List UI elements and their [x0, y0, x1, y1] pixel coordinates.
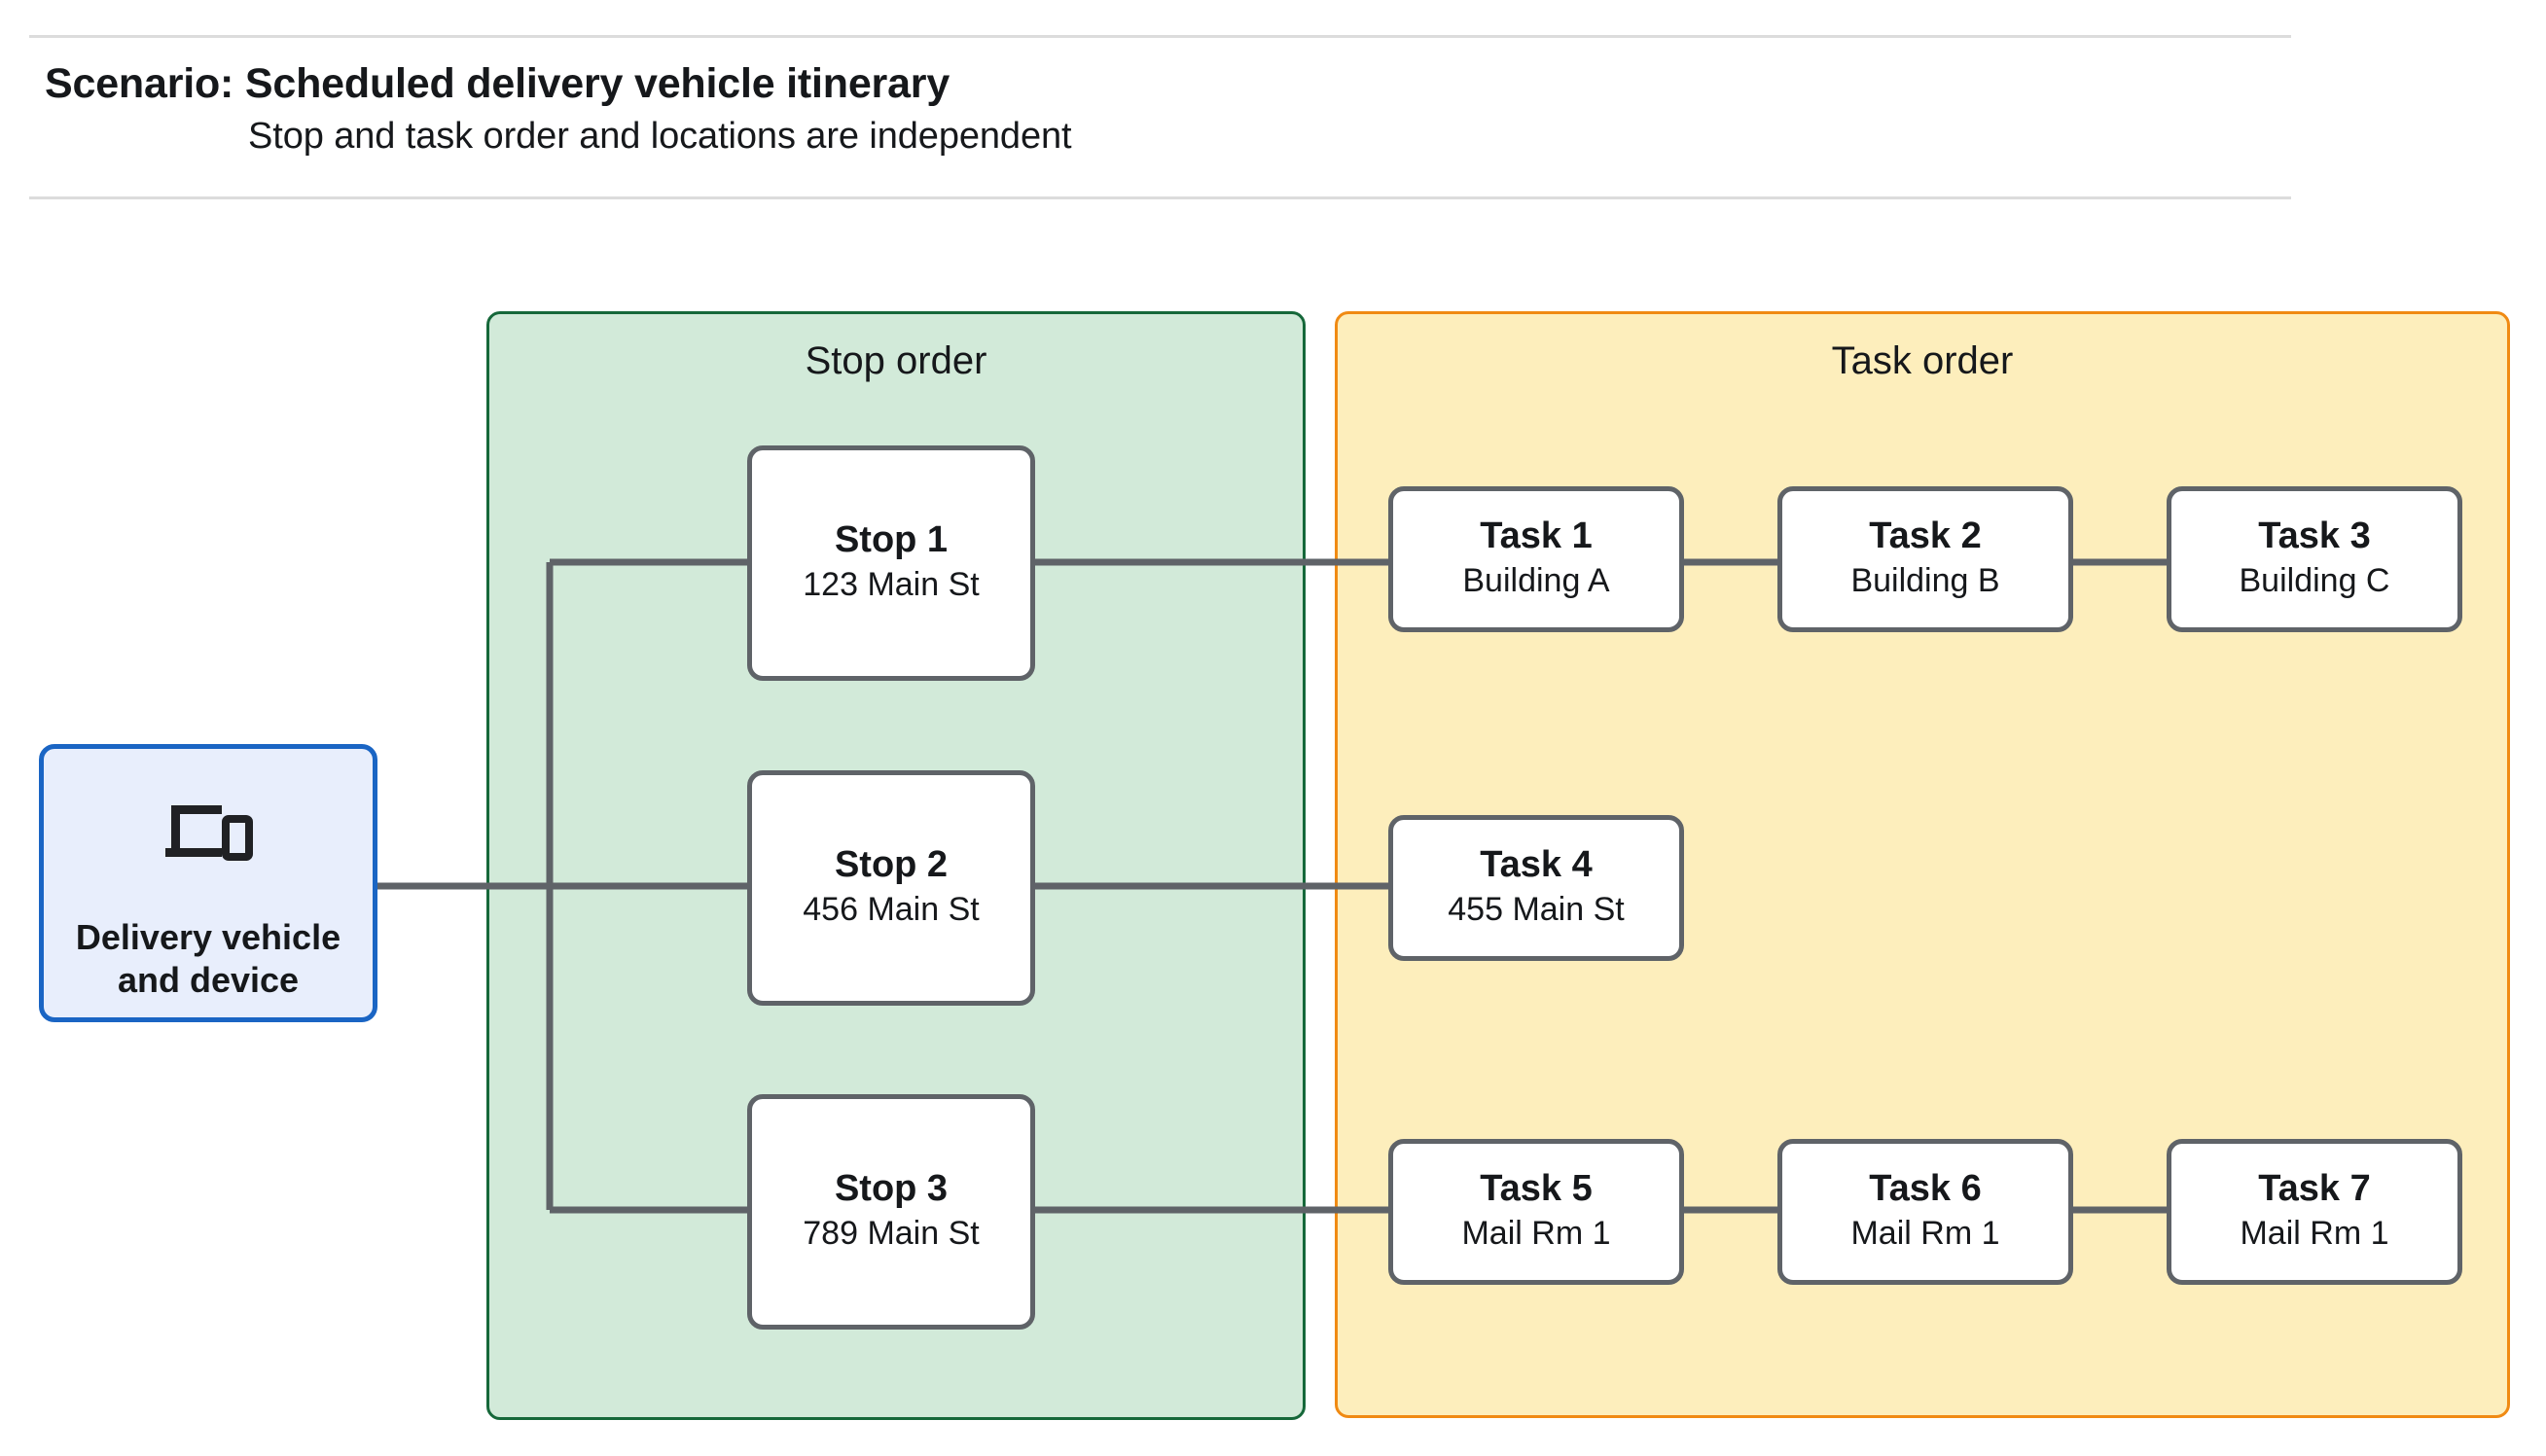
task-node-7-location: Mail Rm 1 [2240, 1215, 2389, 1253]
task-node-6-title: Task 6 [1869, 1168, 1982, 1210]
stop-node-3[interactable]: Stop 3 789 Main St [747, 1094, 1035, 1330]
task-node-7-title: Task 7 [2258, 1168, 2371, 1210]
stop-node-1-address: 123 Main St [803, 566, 980, 604]
task-node-1-title: Task 1 [1480, 515, 1593, 557]
page-subtitle: Stop and task order and locations are in… [248, 116, 1072, 157]
task-node-1-location: Building A [1462, 562, 1610, 600]
stop-order-group-label: Stop order [805, 339, 987, 382]
stop-node-1-title: Stop 1 [834, 519, 949, 561]
header-divider-top [29, 35, 2291, 38]
task-node-1[interactable]: Task 1 Building A [1388, 486, 1684, 632]
task-node-5-title: Task 5 [1480, 1168, 1593, 1210]
task-node-3[interactable]: Task 3 Building C [2167, 486, 2462, 632]
header-divider-bottom [29, 196, 2291, 199]
task-node-5[interactable]: Task 5 Mail Rm 1 [1388, 1139, 1684, 1285]
delivery-vehicle-and-device-node[interactable]: Delivery vehicle and device [39, 744, 377, 1022]
task-node-5-location: Mail Rm 1 [1461, 1215, 1611, 1253]
stop-node-2-address: 456 Main St [803, 891, 980, 929]
task-node-4-location: 455 Main St [1448, 891, 1625, 929]
task-node-3-location: Building C [2239, 562, 2390, 600]
page-title: Scenario: Scheduled delivery vehicle iti… [45, 60, 950, 107]
task-node-6[interactable]: Task 6 Mail Rm 1 [1777, 1139, 2073, 1285]
task-node-2-title: Task 2 [1869, 515, 1982, 557]
task-order-group-label: Task order [1831, 339, 2014, 382]
task-node-3-title: Task 3 [2258, 515, 2371, 557]
stop-node-2[interactable]: Stop 2 456 Main St [747, 770, 1035, 1006]
stop-node-3-title: Stop 3 [834, 1168, 949, 1210]
stop-node-2-title: Stop 2 [834, 844, 949, 886]
task-node-2[interactable]: Task 2 Building B [1777, 486, 2073, 632]
stop-node-3-address: 789 Main St [803, 1215, 980, 1253]
task-node-7[interactable]: Task 7 Mail Rm 1 [2167, 1139, 2462, 1285]
task-node-2-location: Building B [1850, 562, 2000, 600]
device-node-label: Delivery vehicle and device [75, 917, 341, 1000]
task-node-4[interactable]: Task 4 455 Main St [1388, 815, 1684, 961]
devices-icon [165, 805, 253, 861]
task-node-4-title: Task 4 [1480, 844, 1593, 886]
stop-node-1[interactable]: Stop 1 123 Main St [747, 445, 1035, 681]
task-node-6-location: Mail Rm 1 [1850, 1215, 2000, 1253]
